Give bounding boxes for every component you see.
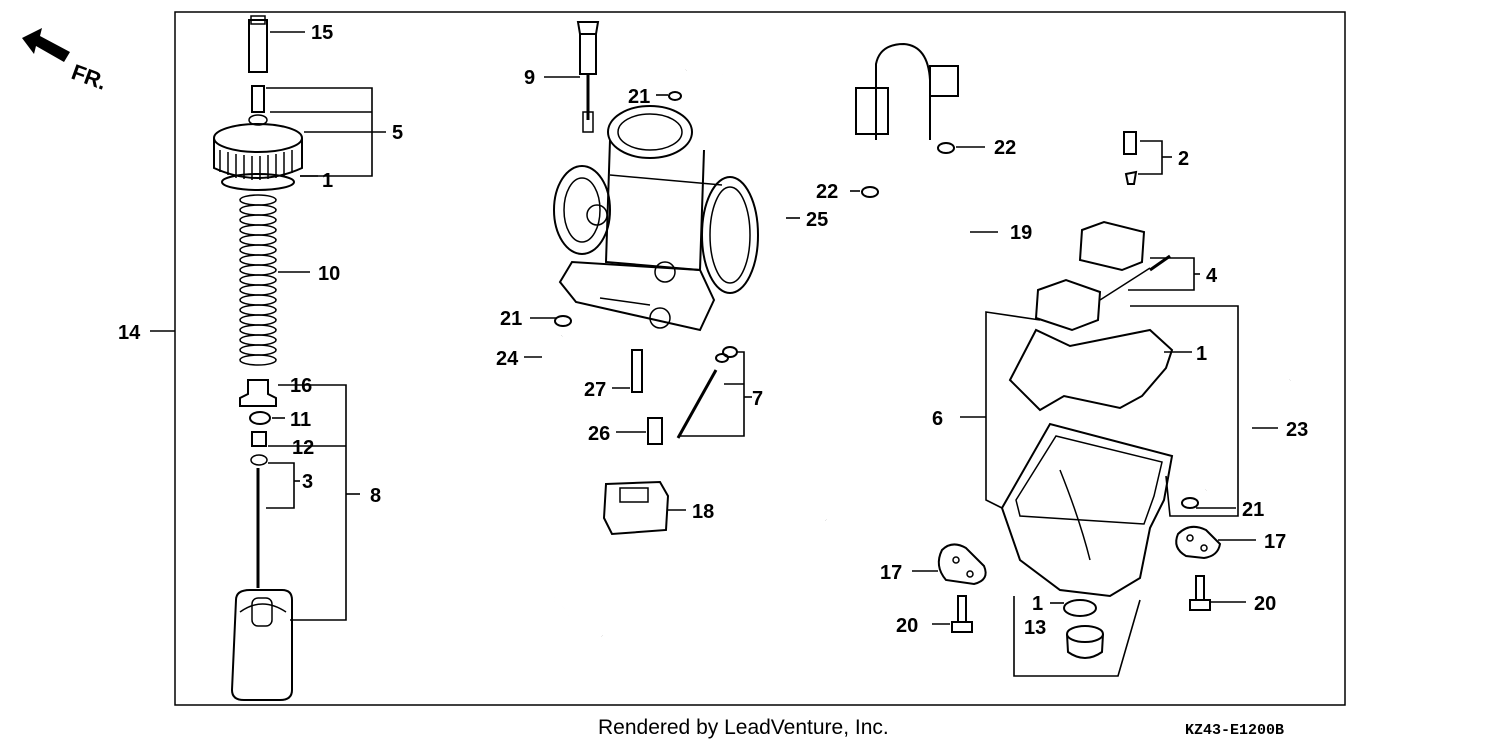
vent-tube-drawing bbox=[827, 29, 969, 486]
callout-1-gasket: 1 bbox=[1196, 343, 1207, 365]
callout-labels: 15 5 1 10 14 16 11 12 3 8 9 21 25 21 24 … bbox=[118, 22, 1308, 639]
carburetor-body-drawing bbox=[522, 21, 828, 638]
leader-lines-middle bbox=[524, 76, 800, 511]
footer-credit: Rendered by LeadVenture, Inc. bbox=[598, 716, 889, 739]
leader-lines-tubes bbox=[850, 146, 998, 233]
callout-11: 11 bbox=[290, 409, 311, 431]
callout-26: 26 bbox=[588, 423, 610, 445]
callout-24: 24 bbox=[496, 348, 519, 370]
leader-lines-left bbox=[150, 31, 386, 621]
callout-9: 9 bbox=[524, 67, 535, 89]
callout-20-left: 20 bbox=[896, 615, 918, 637]
callout-14: 14 bbox=[118, 322, 141, 344]
callout-23: 23 bbox=[1286, 419, 1308, 441]
callout-21-upper: 21 bbox=[628, 86, 650, 108]
callout-19: 19 bbox=[1010, 222, 1032, 244]
callout-17-left: 17 bbox=[880, 562, 902, 584]
callout-21-middle: 21 bbox=[500, 308, 522, 330]
callout-2: 2 bbox=[1178, 148, 1189, 170]
leader-lines-right bbox=[912, 140, 1278, 677]
callout-5: 5 bbox=[392, 122, 403, 144]
callout-7: 7 bbox=[752, 388, 763, 410]
throttle-assembly-drawing bbox=[213, 15, 303, 701]
callout-22-left: 22 bbox=[816, 181, 838, 203]
callout-22-right: 22 bbox=[994, 137, 1016, 159]
callout-20-right: 20 bbox=[1254, 593, 1276, 615]
callout-1-o-ring: 1 bbox=[1032, 593, 1043, 615]
callout-3: 3 bbox=[302, 471, 313, 493]
callout-10: 10 bbox=[318, 263, 340, 285]
callout-15: 15 bbox=[311, 22, 333, 44]
callout-4: 4 bbox=[1206, 265, 1218, 287]
callout-17-right: 17 bbox=[1264, 531, 1286, 553]
float-bowl-drawing bbox=[937, 131, 1292, 659]
callout-25: 25 bbox=[806, 209, 828, 231]
callout-21-lower: 21 bbox=[1242, 499, 1264, 521]
diagram-frame bbox=[174, 11, 1346, 706]
front-arrow-icon bbox=[22, 28, 70, 62]
callout-27: 27 bbox=[584, 379, 606, 401]
callout-8: 8 bbox=[370, 485, 381, 507]
callout-16: 16 bbox=[290, 375, 312, 397]
diagram-code: KZ43-E1200B bbox=[1185, 722, 1285, 739]
callout-12: 12 bbox=[292, 437, 314, 459]
callout-18: 18 bbox=[692, 501, 714, 523]
front-orientation-label: FR. bbox=[68, 59, 110, 95]
callout-6: 6 bbox=[932, 408, 943, 430]
callout-13: 13 bbox=[1024, 617, 1046, 639]
callout-1-top-cap: 1 bbox=[322, 170, 333, 192]
